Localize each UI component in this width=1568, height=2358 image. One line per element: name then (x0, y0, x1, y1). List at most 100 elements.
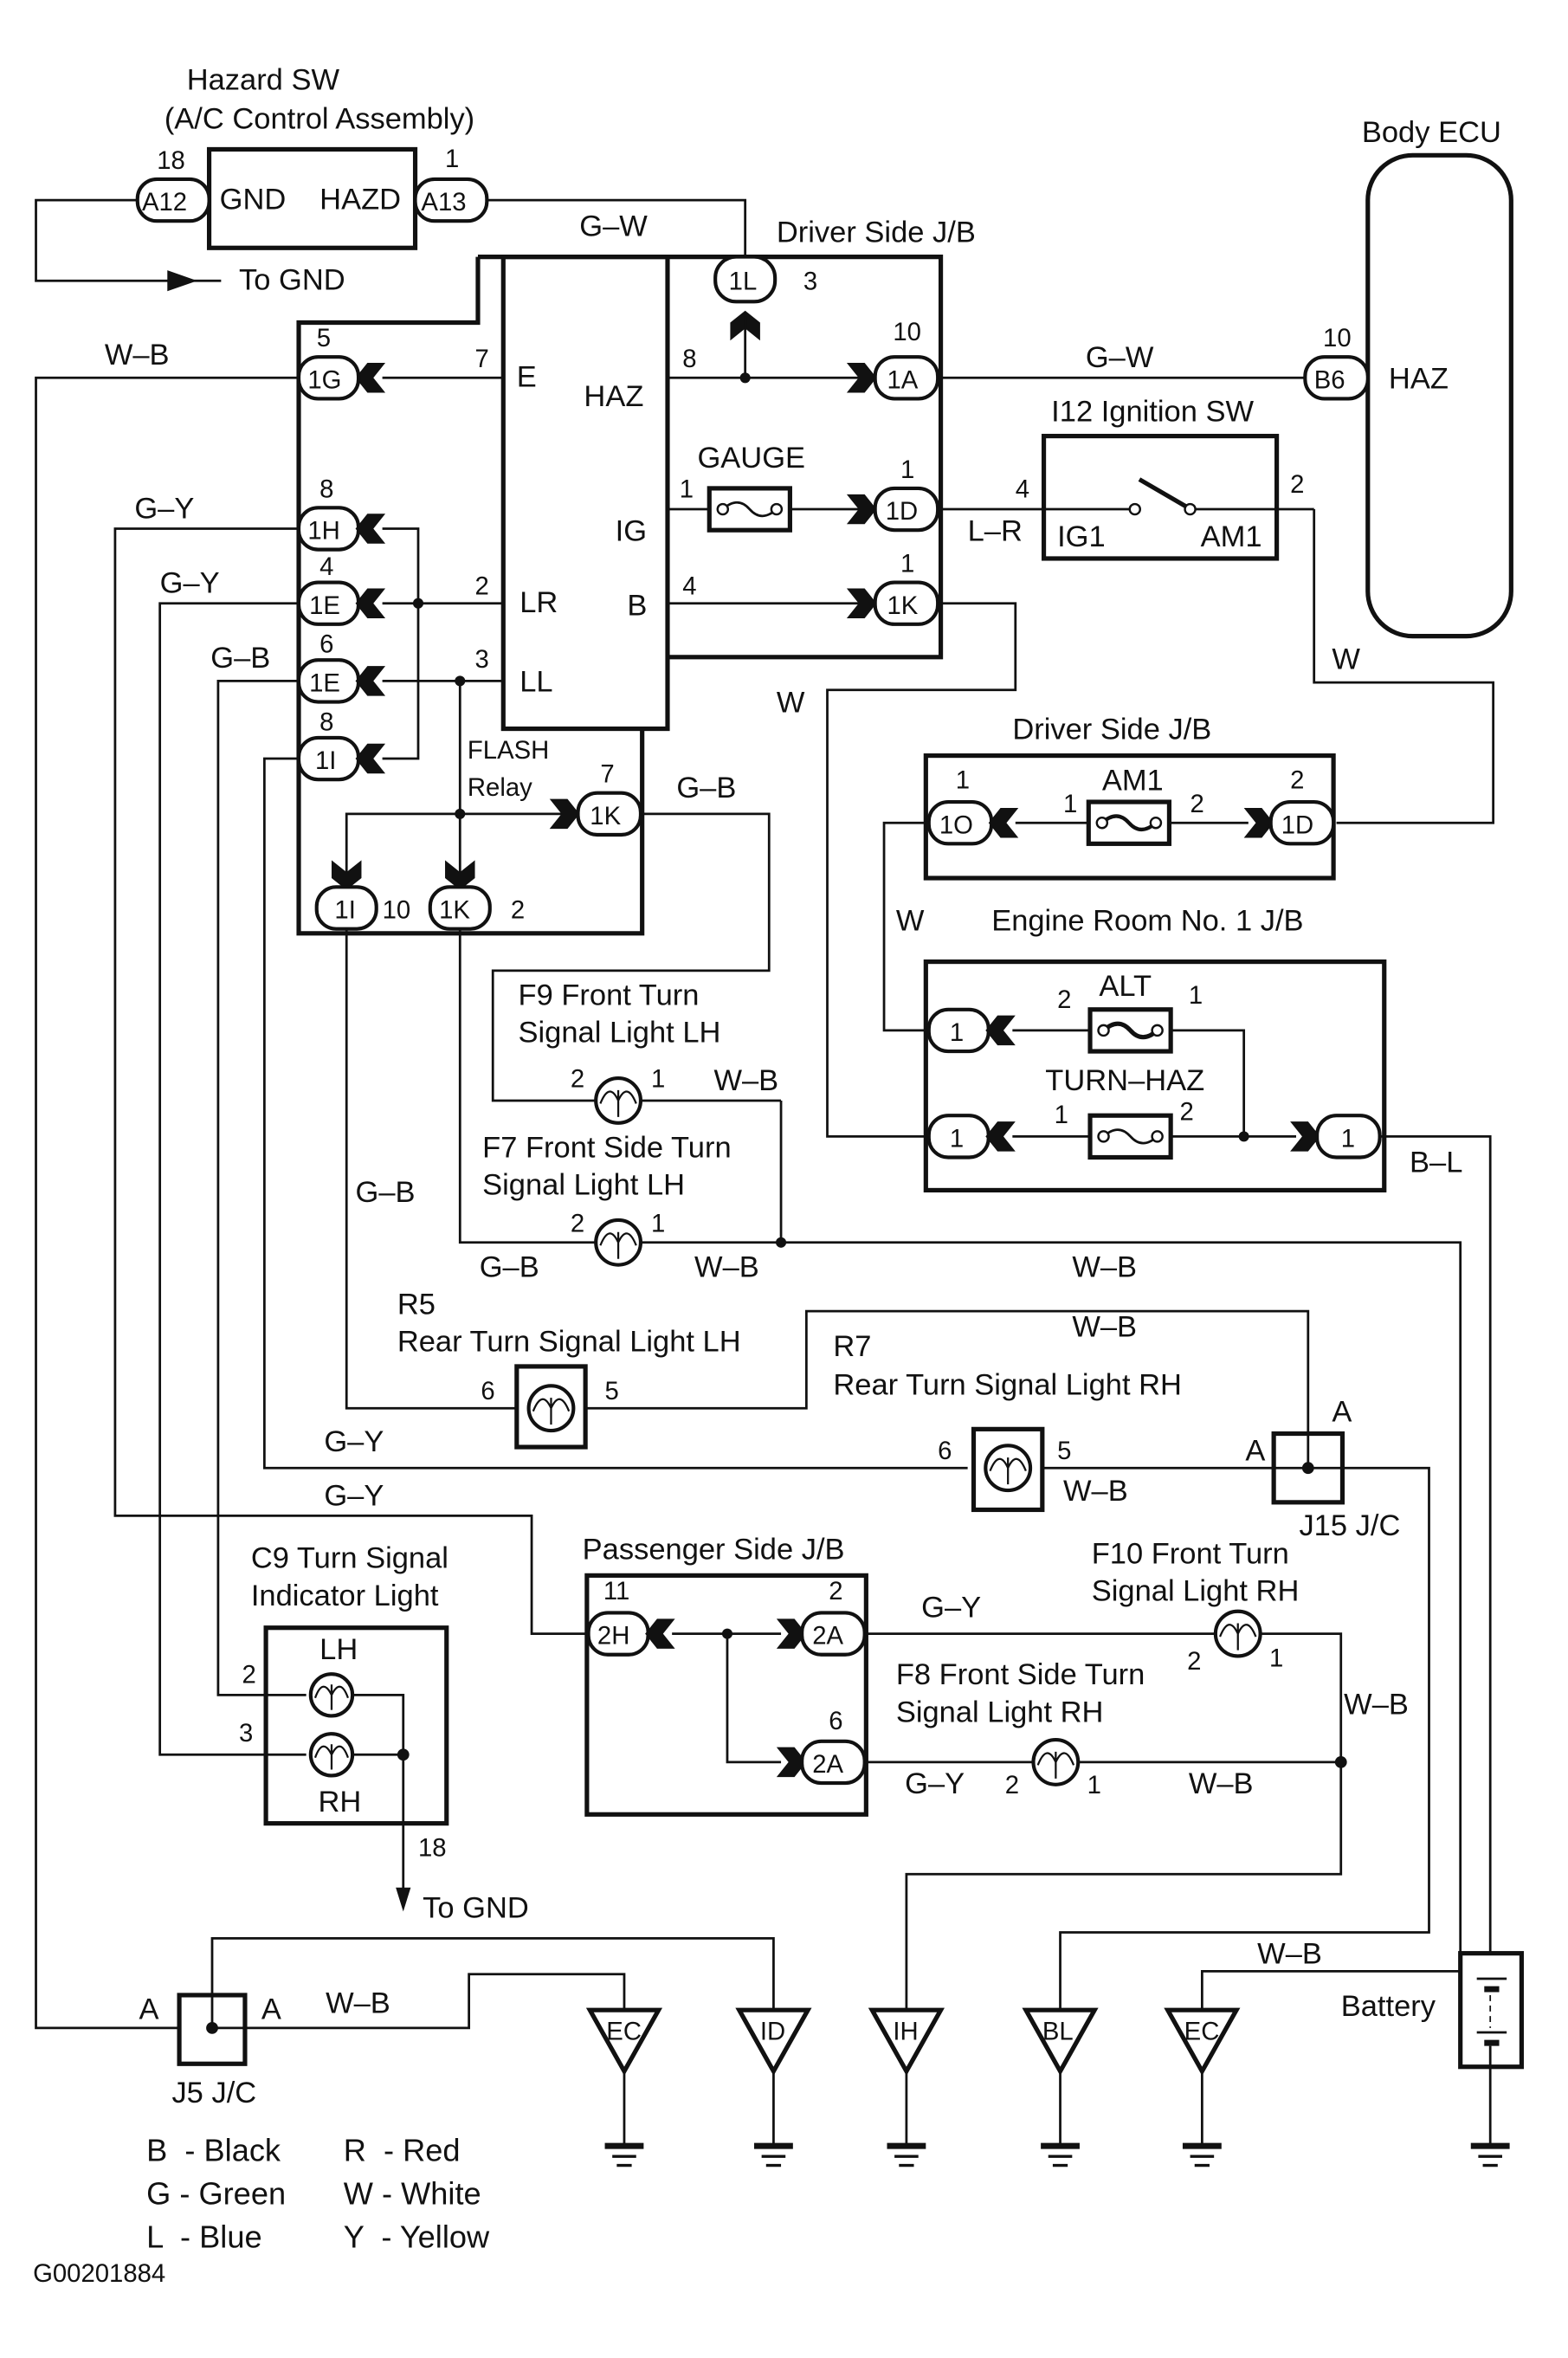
wire-label: G–B (210, 642, 270, 675)
wire-g-y (113, 527, 587, 1635)
wire-label: W–B (1189, 1767, 1254, 1800)
fuse-terminal (1149, 816, 1163, 830)
r5-label: Rear Turn Signal Light LH (397, 1326, 741, 1359)
ground-label: EC (606, 2018, 642, 2046)
gauge-fuse-label: GAUGE (697, 442, 805, 475)
f8-label: Signal Light RH (896, 1696, 1104, 1728)
c9-label: C9 Turn Signal (251, 1542, 448, 1575)
pin-label: 3 (803, 268, 817, 296)
pin-label: 7 (475, 345, 489, 373)
body-ecu: Body ECU HAZ B6 10 (1303, 116, 1513, 639)
body-ecu-box (1365, 152, 1513, 639)
connector-label: 2H (597, 1622, 629, 1651)
to-gnd-label: To GND (423, 1891, 529, 1924)
figure-id: G00201884 (33, 2259, 165, 2288)
legend-item: R - Red (344, 2132, 461, 2167)
pin-label: 10 (383, 896, 411, 925)
flash-relay-label: Relay (468, 773, 532, 802)
connector-label: 1 (950, 1124, 964, 1153)
f9-front-turn-lh: F9 Front Turn Signal Light LH 2 1 W–B (519, 979, 782, 1125)
fuse-terminal (716, 502, 730, 516)
wire-g-y (158, 602, 307, 1756)
pin-label: 10 (893, 318, 921, 346)
wire-label: W (1332, 643, 1360, 676)
pin-label: 1 (651, 1064, 665, 1093)
terminal-hazd: HAZD (319, 183, 401, 216)
c9-turn-signal-indicator: C9 Turn Signal Indicator Light LH RH 2 3… (239, 1542, 529, 1925)
chevron-left-icon (985, 1121, 1016, 1152)
wire-w-b (212, 1973, 626, 2030)
terminal-lr: LR (519, 586, 558, 619)
wire-label: W–B (694, 1250, 759, 1283)
passenger-jb-title: Passenger Side J/B (583, 1533, 845, 1566)
pin-label: 2 (475, 572, 489, 600)
wire-label: W–B (105, 339, 170, 371)
pin-label: 1 (900, 455, 914, 484)
chevron-left-icon (985, 1015, 1016, 1046)
wire-label: G–Y (921, 1592, 981, 1625)
engine-room-jb-title: Engine Room No. 1 J/B (991, 904, 1303, 937)
switch-contact (1184, 502, 1197, 516)
wire-b-l (1379, 1134, 1492, 1954)
arrow-to-gnd-icon (167, 270, 197, 292)
terminal-gnd: GND (220, 183, 287, 216)
pin-label: 1 (445, 145, 459, 173)
connector-label: 1E (309, 591, 340, 620)
connector-label: 1K (439, 896, 470, 925)
wire-label: W–B (1344, 1689, 1409, 1722)
legend-item: L - Blue (146, 2219, 261, 2254)
pin-label: 2 (571, 1064, 584, 1093)
f8-label: F8 Front Side Turn (896, 1658, 1145, 1691)
connector-label: 1I (315, 746, 336, 775)
pin-label: 2 (1290, 470, 1304, 499)
r5-rear-turn-lh: R5 Rear Turn Signal Light LH 6 5 (397, 1289, 741, 1450)
connector-1d (873, 486, 940, 533)
wire-g-w (487, 198, 747, 257)
alt-fuse-label: ALT (1099, 970, 1152, 1003)
wire-label: W–B (326, 1987, 390, 2020)
terminal-haz: HAZ (1389, 362, 1449, 395)
pin-label: 4 (682, 572, 696, 600)
connector-label: 2A (812, 1622, 843, 1651)
ignition-sw-title: I12 Ignition SW (1051, 395, 1254, 428)
ground-triangle-icon (868, 2007, 945, 2077)
c9-box (263, 1625, 449, 1826)
rh-label: RH (318, 1786, 361, 1819)
flash-relay-box (500, 255, 670, 732)
wire (352, 1693, 405, 1897)
f7-label: F7 Front Side Turn (482, 1131, 732, 1164)
pin-label: 3 (239, 1719, 253, 1748)
connector-b6 (1303, 355, 1370, 401)
connector-label: 1D (886, 497, 918, 526)
filament-icon (1219, 1623, 1257, 1651)
terminal-am1: AM1 (1201, 520, 1262, 553)
pin-label: 2 (1057, 985, 1071, 1014)
fuse-terminal (1097, 1024, 1110, 1037)
pin-label: 5 (605, 1377, 619, 1405)
wire-w-b (35, 376, 300, 2030)
connector-a13-label: A13 (421, 188, 466, 216)
pin-label: 11 (603, 1577, 629, 1605)
driver-jb-title: Driver Side J/B (1012, 714, 1211, 746)
ground-label: IH (893, 2018, 918, 2046)
pin-label: 2 (571, 1210, 584, 1238)
wire-w-b (210, 1937, 775, 2028)
pin-label: 18 (157, 146, 185, 175)
wire-label: W–B (1257, 1938, 1322, 1971)
filament-icon (313, 1684, 349, 1710)
terminal-b: B (627, 589, 647, 622)
connector-label: 1A (887, 365, 918, 394)
connector-label: 1O (939, 811, 973, 839)
pin-label: 1 (900, 549, 914, 578)
fuse-terminal (1151, 1024, 1164, 1037)
wire-label: W–B (1072, 1250, 1137, 1283)
pin-label: 18 (418, 1834, 447, 1863)
wire-w-b (905, 1632, 1343, 2009)
wire (1171, 1029, 1246, 1137)
wire-label: G–B (676, 772, 736, 804)
wire-g-b (458, 928, 595, 1244)
pin-label: 1 (1055, 1101, 1068, 1129)
pin-label: 2 (1187, 1647, 1201, 1676)
connector-1l (713, 255, 778, 304)
passenger-jb-box (584, 1573, 868, 1817)
